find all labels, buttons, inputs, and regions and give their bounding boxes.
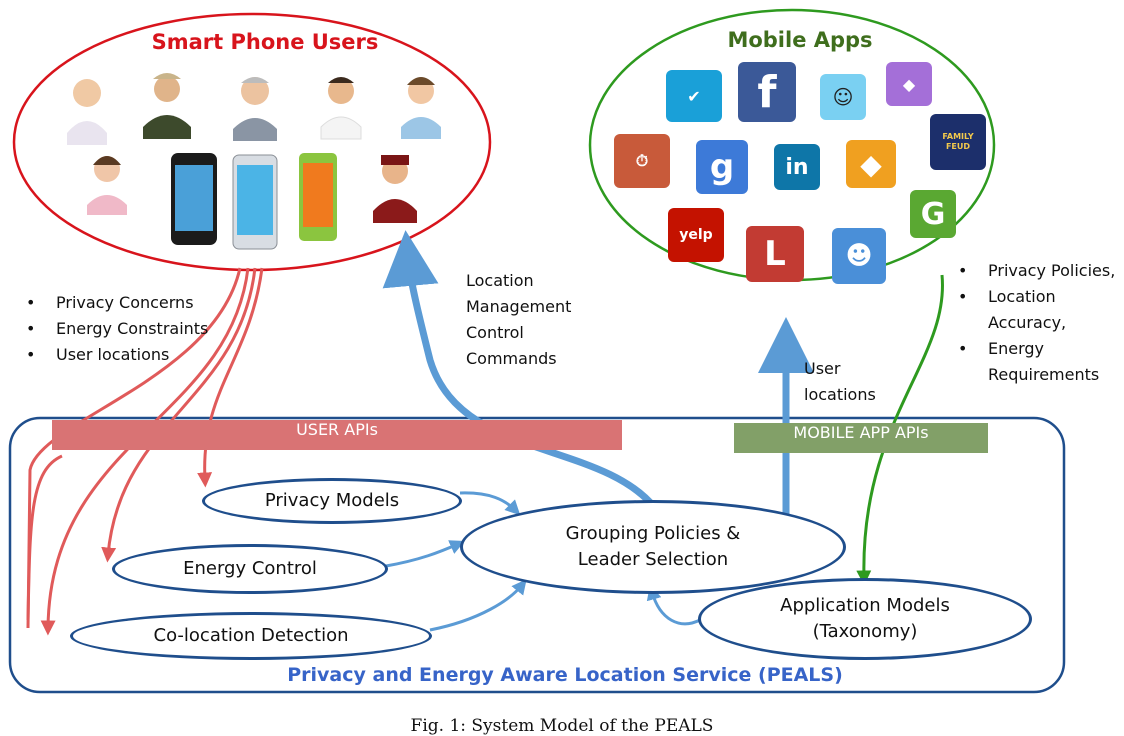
grouping-policies-node: Grouping Policies & Leader Selection: [460, 500, 846, 594]
colocation-detection-label: Co-location Detection: [153, 625, 349, 646]
list-item: Energy Constraints: [22, 316, 272, 342]
yelp-app-icon: yelp: [668, 208, 724, 262]
linkedin-label: in: [785, 154, 809, 180]
application-models-line: (Taxonomy): [812, 621, 918, 642]
privacy-models-label: Privacy Models: [264, 490, 400, 511]
apps-title: Mobile Apps: [727, 28, 873, 52]
nurse-person-icon: [401, 77, 441, 139]
gem-game-app-icon: ◆: [886, 62, 932, 106]
list-item: Location Accuracy,: [954, 284, 1124, 336]
diamond-app-icon: ◆: [846, 140, 896, 188]
foursquare-app-icon: ✔: [666, 70, 722, 122]
note-line: Management: [466, 297, 572, 316]
iphone-icon: [171, 153, 217, 245]
grouping-label-line: Leader Selection: [577, 549, 729, 570]
control-commands-arrow: [382, 230, 658, 511]
user-figures: [67, 73, 441, 250]
figure-caption: Fig. 1: System Model of the PEALS: [410, 716, 714, 736]
app-requirements-arrow: [856, 274, 944, 586]
linkedin-app-icon: in: [774, 144, 820, 190]
list-item: Energy Requirements: [954, 336, 1124, 388]
waze-app-icon: ☺: [820, 74, 866, 120]
mobile-app-apis-band: MOBILE APP APIs: [734, 423, 988, 453]
elder-person-icon: [233, 77, 277, 141]
family-feud-app-icon: FAMILY FEUD: [930, 114, 986, 170]
yelp-label: yelp: [679, 227, 713, 243]
google-app-icon: g: [696, 140, 748, 194]
grouping-label-line: Grouping Policies &: [565, 523, 741, 544]
facebook-label: f: [757, 66, 777, 118]
character-app-icon: ☻: [832, 228, 886, 284]
travel-app-icon: ⏱: [614, 134, 670, 188]
woman-person-icon: [87, 156, 127, 215]
colocation-detection-node: Co-location Detection: [70, 612, 432, 660]
privacy-models-node: Privacy Models: [202, 478, 462, 524]
family-feud-label: FAMILY FEUD: [942, 132, 974, 151]
note-line: User: [804, 359, 841, 378]
user-person-icon: [67, 79, 107, 145]
list-item: User locations: [22, 342, 272, 368]
energy-control-node: Energy Control: [112, 544, 388, 594]
facebook-app-icon: f: [738, 62, 796, 122]
groupon-app-icon: G: [910, 190, 956, 238]
list-item: Privacy Policies,: [954, 258, 1124, 284]
energy-control-label: Energy Control: [183, 558, 317, 579]
android-phone-icon: [232, 154, 278, 250]
peals-container: [8, 416, 1066, 694]
windows-phone-icon: [299, 153, 337, 241]
app-requirements-list: Privacy Policies, Location Accuracy, Ene…: [954, 258, 1124, 388]
users-ellipse: [12, 12, 492, 272]
application-models-line: Application Models: [780, 595, 950, 616]
user-concerns-list: Privacy Concerns Energy Constraints User…: [22, 290, 272, 368]
note-line: locations: [804, 385, 876, 404]
list-item: Privacy Concerns: [22, 290, 272, 316]
service-title: Privacy and Energy Aware Location Servic…: [287, 664, 843, 686]
model-flow-arrows: [385, 491, 701, 632]
note-line: Commands: [466, 349, 557, 368]
note-line: Location: [466, 271, 534, 290]
user-locations-note: User locations: [804, 356, 904, 408]
application-models-node: Application Models (Taxonomy): [698, 578, 1032, 660]
user-apis-band: USER APIs: [52, 420, 622, 450]
users-title: Smart Phone Users: [151, 30, 379, 54]
chef-person-icon: [320, 77, 362, 140]
lingo-app-icon: L: [746, 226, 804, 282]
groupon-label: G: [920, 196, 946, 232]
location-management-note: Location Management Control Commands: [466, 268, 606, 372]
worker-person-icon: [143, 73, 191, 139]
google-label: g: [709, 147, 735, 187]
note-line: Control: [466, 323, 524, 342]
lingo-label: L: [764, 234, 786, 274]
bellhop-person-icon: [373, 155, 417, 223]
